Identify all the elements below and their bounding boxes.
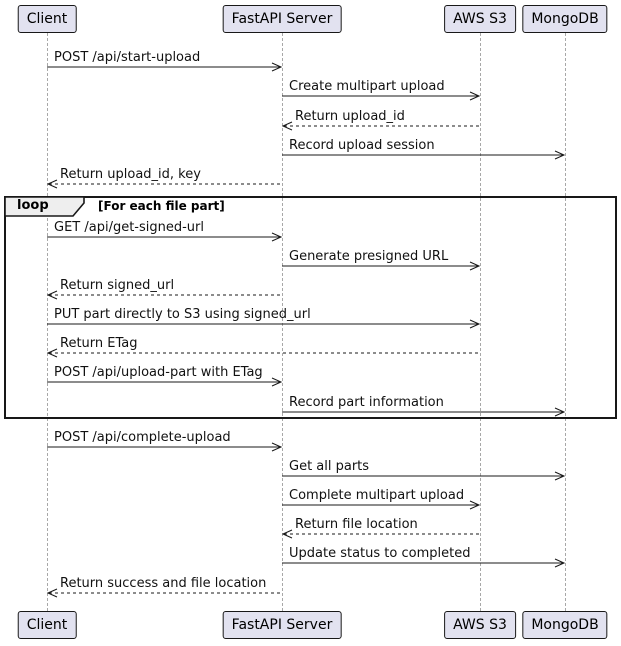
message-label: Return upload_id, key — [60, 167, 201, 182]
loop-condition-label: [For each file part] — [98, 199, 225, 213]
message-label: Return upload_id — [295, 109, 405, 124]
participant-s3-bottom: AWS S3 — [444, 611, 516, 639]
participant-mongodb-bottom: MongoDB — [522, 611, 608, 639]
message-arrow-return — [47, 348, 480, 358]
message-label: POST /api/upload-part with ETag — [54, 365, 263, 380]
participant-fastapi-bottom: FastAPI Server — [222, 611, 342, 639]
message-arrow-call — [282, 407, 566, 417]
lifeline-s3 — [480, 33, 481, 611]
message-arrow-call — [47, 62, 283, 72]
message-label: Get all parts — [289, 459, 370, 474]
message-arrow-call — [47, 377, 283, 387]
message-label: Return signed_url — [60, 278, 175, 293]
message-label: POST /api/complete-upload — [54, 430, 231, 445]
message-label: Generate presigned URL — [289, 249, 449, 264]
loop-tab-shape — [4, 196, 85, 217]
message-arrow-call — [282, 500, 481, 510]
lifeline-mongodb — [565, 33, 566, 611]
message-arrow-return — [47, 290, 282, 300]
message-label: POST /api/start-upload — [54, 50, 201, 65]
message-arrow-call — [282, 558, 566, 568]
participant-s3-top: AWS S3 — [444, 5, 516, 33]
message-label: Return file location — [295, 517, 418, 532]
message-label: Create multipart upload — [289, 79, 445, 94]
message-label: Return success and file location — [60, 576, 267, 591]
message-label: GET /api/get-signed-url — [54, 220, 205, 235]
message-arrow-call — [47, 319, 481, 329]
message-arrow-call — [47, 442, 283, 452]
message-arrow-call — [282, 150, 566, 160]
participant-client-bottom: Client — [17, 611, 77, 639]
message-arrow-call — [282, 471, 566, 481]
loop-frame: loop [For each file part] — [4, 196, 617, 419]
loop-keyword-label: loop — [17, 198, 49, 213]
lifeline-fastapi — [282, 33, 283, 611]
message-arrow-return — [282, 121, 480, 131]
participant-fastapi-top: FastAPI Server — [222, 5, 342, 33]
message-label: Return ETag — [60, 336, 138, 351]
message-arrow-return — [47, 179, 282, 189]
message-arrow-return — [282, 529, 480, 539]
message-label: Update status to completed — [289, 546, 471, 561]
message-arrow-call — [282, 91, 481, 101]
message-label: Record upload session — [289, 138, 435, 153]
message-arrow-call — [282, 261, 481, 271]
participant-mongodb-top: MongoDB — [522, 5, 608, 33]
lifeline-client — [47, 33, 48, 611]
message-label: Complete multipart upload — [289, 488, 465, 503]
message-label: PUT part directly to S3 using signed_url — [54, 307, 311, 322]
message-arrow-call — [47, 232, 283, 242]
message-label: Record part information — [289, 395, 444, 410]
message-arrow-return — [47, 588, 282, 598]
participant-client-top: Client — [17, 5, 77, 33]
